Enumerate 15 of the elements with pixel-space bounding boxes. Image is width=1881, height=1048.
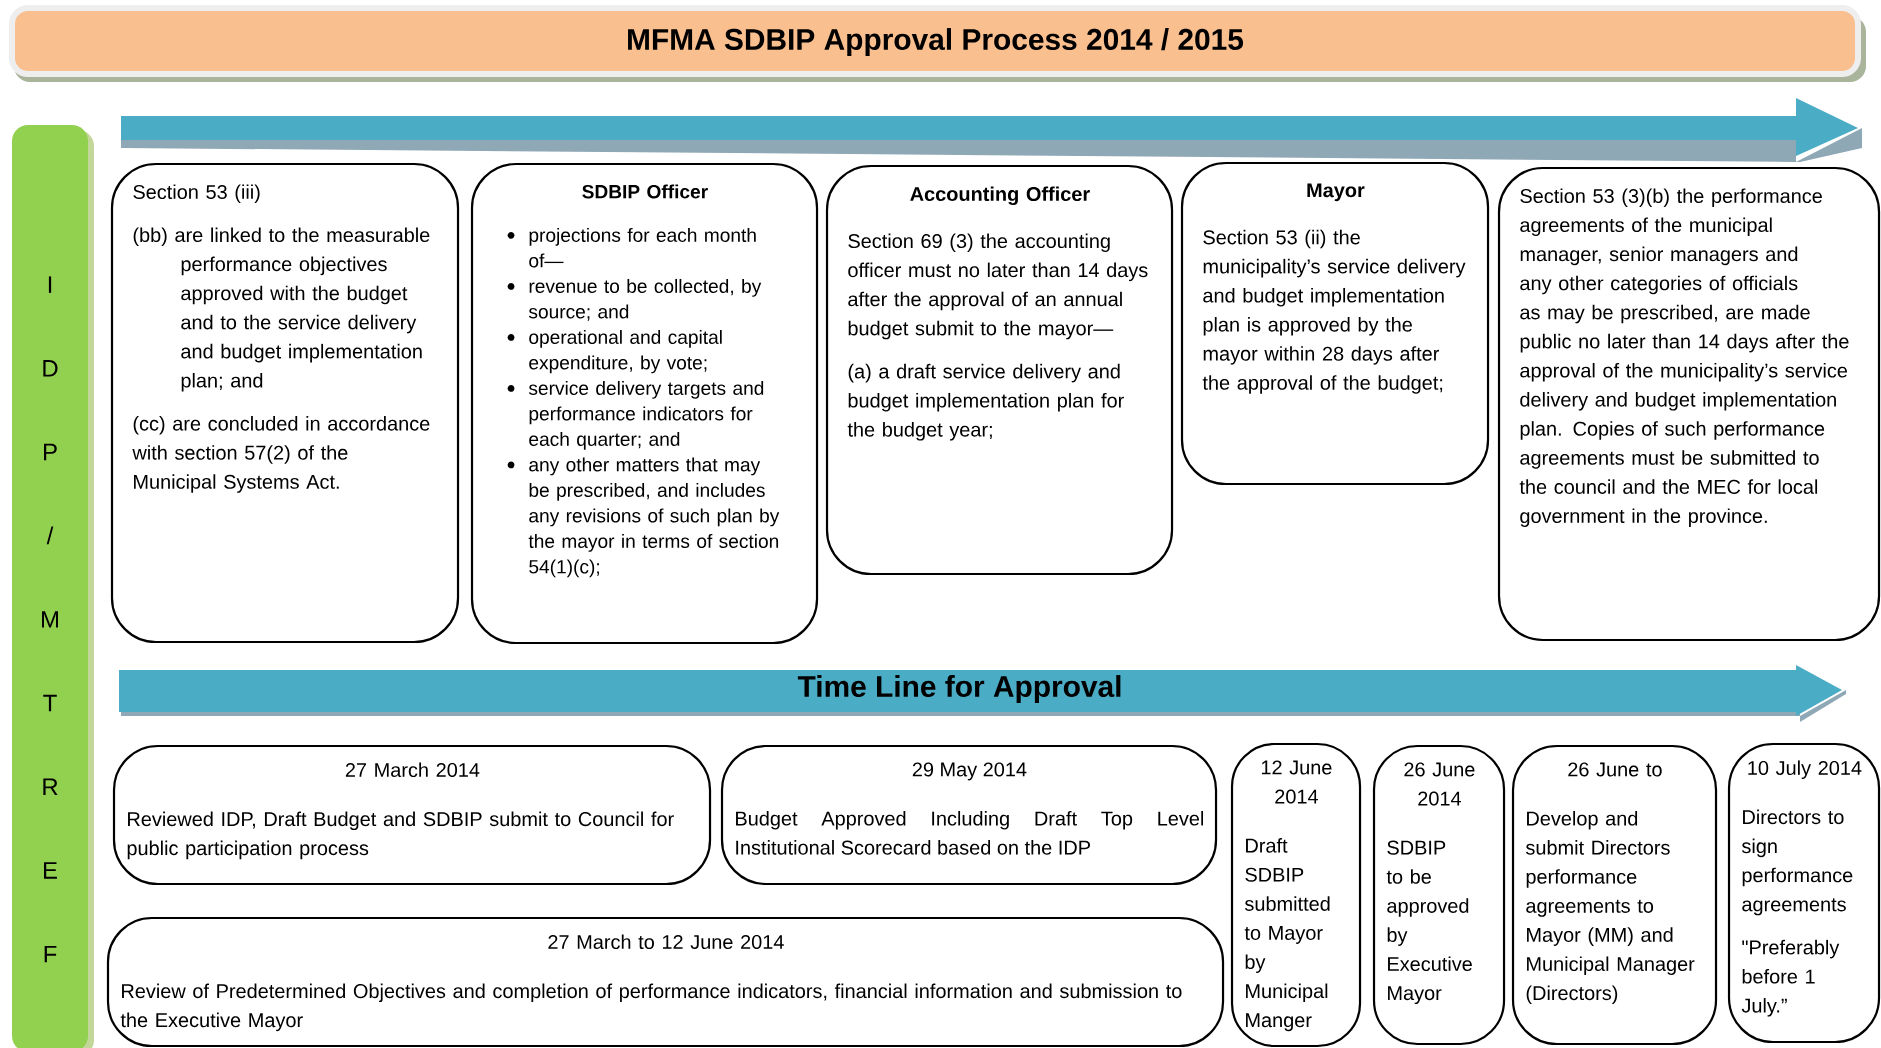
timeline-box: 27 March 2014 Reviewed IDP, Draft Budget and SDBIP submit to Council for public participation process [112,744,712,886]
timeline-box: 27 March to 12 June 2014 Review of Predetermined Objectives and completion of performance indicators, financial information and submission to the Executive Mayor [106,916,1225,1048]
title-banner: MFMA SDBIP Approval Process 2014 / 2015 [9,5,1866,82]
section-box: Section 53 (iii) (bb) are linked to the measurable performance objectives approved with the budget and to the service delivery and budget implementation plan; and (cc) are concluded in accordance with section 57(2) of the Municipal Systems Act. [110,162,460,644]
timeline-box: 12 June 2014 Draft SDBIP submitted to Mayor by Municipal Manger [1230,742,1362,1048]
timeline-box: 10 July 2014 Directors to sign performance agreements "Preferably before 1 July.” [1727,742,1881,1044]
role-box: Accounting Officer Section 69 (3) the accounting officer must no later than 14 days after the approval of an annual budget submit to the mayor— (a) a draft service delivery and budget implementation plan for the budget year; [825,164,1174,576]
timeline-box: 29 May 2014 Budget Approved Including Draft Top Level Institutional Scorecard based on the IDP [720,744,1218,886]
timeline-box: 26 June 2014 SDBIP to be approved by Executive Mayor [1372,744,1506,1046]
role-box: Mayor Section 53 (ii) the municipality’s service delivery and budget implementation plan is approved by the mayor within 28 days after the approval of the budget; [1180,161,1490,486]
side-bar: I D P / M T R E F [12,125,94,1048]
section-box: Section 53 (3)(b) the performance agreements of the municipal manager, senior managers and any other categories of officials as may be prescribed, are made public no later than 14 days after the approval of the municipality’s service delivery and budget implementation plan. Copies of such performance agreements must be submitted to the council and the MEC for local government in the province. [1497,166,1881,642]
role-box: SDBIP Officer projections for each month of— revenue to be collected, by source; and operational and capital expenditure, by vote; service delivery targets and performance indicators for each quarter; and any other matters that may be prescribed, and includes any revisions of such plan by the mayor in terms of section 54(1)(c); [470,162,819,645]
timeline-box: 26 June to Develop and submit Directors performance agreements to Mayor (MM) and Municipal Manager (Directors) [1511,744,1718,1046]
block-arrow [121,98,1862,162]
